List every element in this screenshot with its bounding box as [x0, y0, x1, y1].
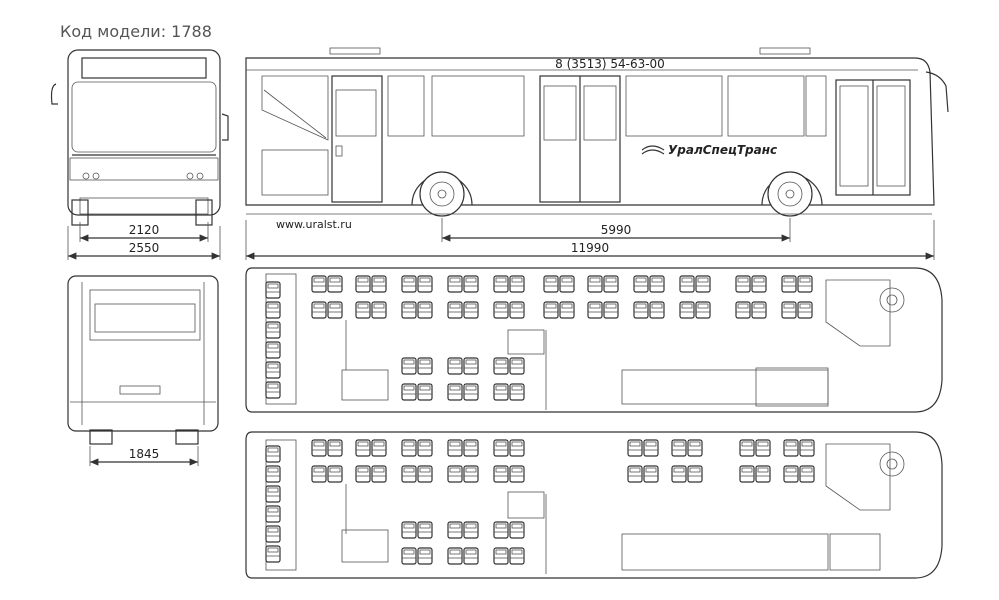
floor-plan-top [245, 267, 943, 413]
length-dimension: 11990 [571, 241, 609, 255]
website-label: www.uralst.ru [276, 218, 352, 231]
floor-plan-bottom [245, 431, 943, 579]
rear-track-dimension: 1845 [129, 447, 160, 461]
phone-label: 8 (3513) 54-63-00 [555, 57, 665, 71]
brand-logo: УралСпецТранс [641, 143, 777, 157]
width-dimension: 2550 [129, 241, 160, 255]
model-code-title: Код модели: 1788 [60, 22, 212, 41]
front-track-dimension: 2120 [129, 223, 160, 237]
wheelbase-dimension: 5990 [601, 223, 632, 237]
brand-label: УралСпецТранс [668, 143, 777, 157]
front-view: 2120 2550 [50, 49, 229, 260]
side-view: 8 (3513) 54-63-00 УралСпецТранс www.ural… [245, 47, 949, 260]
rear-view: 1845 [67, 275, 219, 466]
